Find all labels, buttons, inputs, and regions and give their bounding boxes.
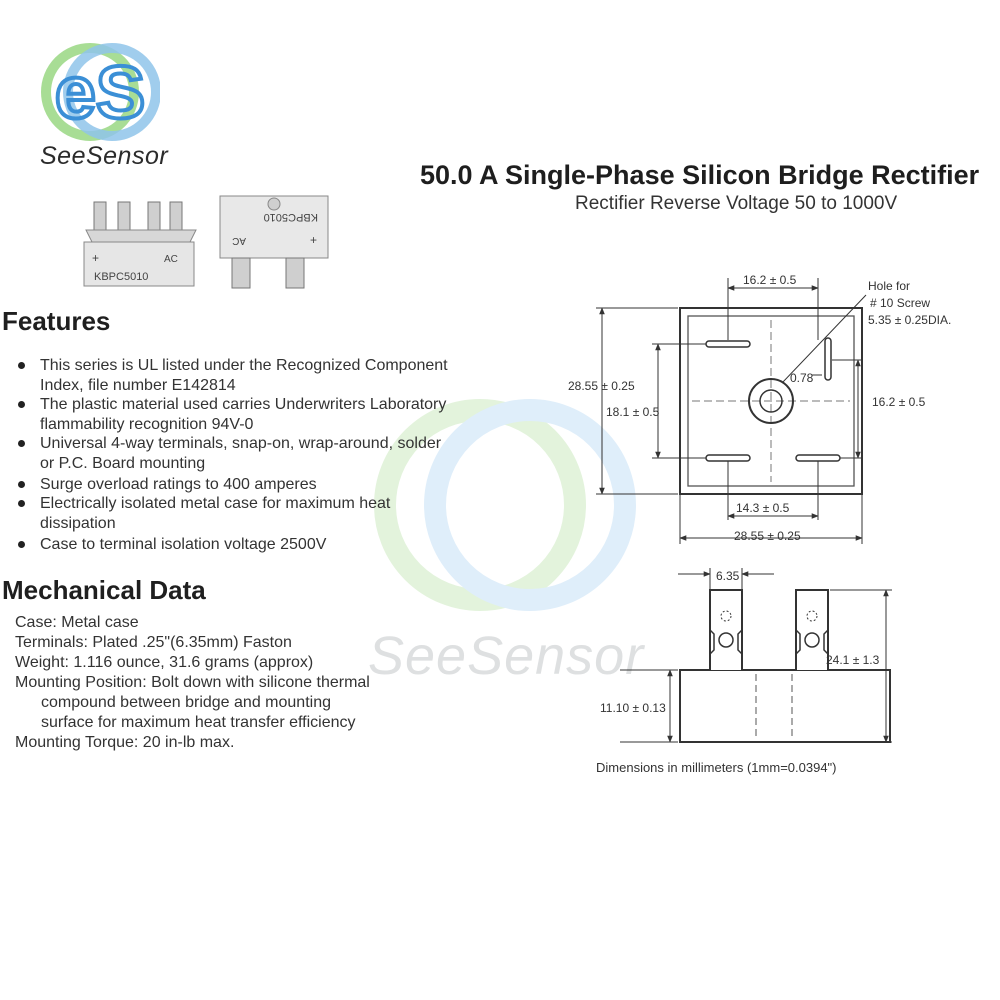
watermark-logo-icon bbox=[374, 399, 636, 611]
front-ac-label: AC bbox=[164, 254, 178, 265]
dim-hole-note-3: 5.35 ± 0.25DIA. bbox=[868, 313, 951, 327]
top-view bbox=[679, 294, 867, 495]
list-item: The plastic material used carries Underw… bbox=[18, 395, 458, 435]
product-photos: + AC KBPC5010 KBPC5010 AC + bbox=[83, 195, 329, 289]
mech-line: Mounting Torque: 20 in-lb max. bbox=[15, 734, 235, 751]
mech-line: Case: Metal case bbox=[15, 614, 139, 631]
watermark-text: SeeSensor bbox=[368, 626, 645, 686]
mech-line: Weight: 1.116 ounce, 31.6 grams (approx) bbox=[15, 654, 314, 671]
back-plus-label: + bbox=[310, 233, 317, 247]
dim-height-outer: 28.55 ± 0.25 bbox=[568, 379, 635, 393]
dim-body-height: 11.10 ± 0.13 bbox=[600, 701, 666, 715]
dim-terminal-width: 0.78 bbox=[790, 371, 814, 385]
dimension-drawing: 16.2 ± 0.5 Hole for # 10 Screw 5.35 ± 0.… bbox=[568, 273, 951, 775]
back-part-label: KBPC5010 bbox=[264, 211, 318, 223]
dim-hole-note-1: Hole for bbox=[868, 279, 910, 293]
brand-name: SeeSensor bbox=[40, 142, 169, 170]
list-item: Case to terminal isolation voltage 2500V bbox=[18, 535, 458, 555]
back-ac-label: AC bbox=[232, 235, 246, 246]
mech-line: compound between bridge and mounting bbox=[41, 694, 331, 711]
features-list: This series is UL listed under the Recog… bbox=[18, 356, 458, 555]
list-item: Universal 4-way terminals, snap-on, wrap… bbox=[18, 434, 458, 474]
front-plus-label: + bbox=[92, 251, 99, 265]
dim-total-height: 24.1 ± 1.3 bbox=[826, 653, 880, 667]
page-title: 50.0 A Single-Phase Silicon Bridge Recti… bbox=[420, 160, 980, 190]
product-front-image: + AC KBPC5010 bbox=[83, 201, 197, 287]
units-note: Dimensions in millimeters (1mm=0.0394") bbox=[596, 760, 837, 775]
list-item: Surge overload ratings to 400 amperes bbox=[18, 475, 458, 495]
mech-line: surface for maximum heat transfer effici… bbox=[41, 714, 356, 731]
mechanical-data: Case: Metal case Terminals: Plated .25"(… bbox=[15, 613, 445, 753]
dim-height-inner: 18.1 ± 0.5 bbox=[606, 405, 660, 419]
front-part-label: KBPC5010 bbox=[94, 271, 148, 283]
logo-letters: eS bbox=[55, 51, 146, 134]
mechanical-heading: Mechanical Data bbox=[2, 575, 206, 605]
dim-bottom-spacing: 14.3 ± 0.5 bbox=[736, 501, 790, 515]
dim-right-spacing: 16.2 ± 0.5 bbox=[872, 395, 926, 409]
dim-top-spacing: 16.2 ± 0.5 bbox=[743, 273, 797, 287]
page-subtitle: Rectifier Reverse Voltage 50 to 1000V bbox=[575, 193, 898, 214]
side-view bbox=[679, 589, 891, 743]
dim-hole-note-2: # 10 Screw bbox=[870, 296, 930, 310]
features-heading: Features bbox=[2, 306, 111, 336]
list-item: Electrically isolated metal case for max… bbox=[18, 494, 458, 534]
mech-line: Terminals: Plated .25"(6.35mm) Faston bbox=[15, 634, 292, 651]
dim-width-outer: 28.55 ± 0.25 bbox=[734, 529, 801, 543]
dim-tab-width: 6.35 bbox=[716, 569, 740, 583]
product-back-image: KBPC5010 AC + bbox=[219, 195, 329, 289]
list-item: This series is UL listed under the Recog… bbox=[18, 356, 458, 396]
mech-line: Mounting Position: Bolt down with silico… bbox=[15, 674, 370, 691]
brand-logo-icon: eS bbox=[41, 43, 160, 141]
